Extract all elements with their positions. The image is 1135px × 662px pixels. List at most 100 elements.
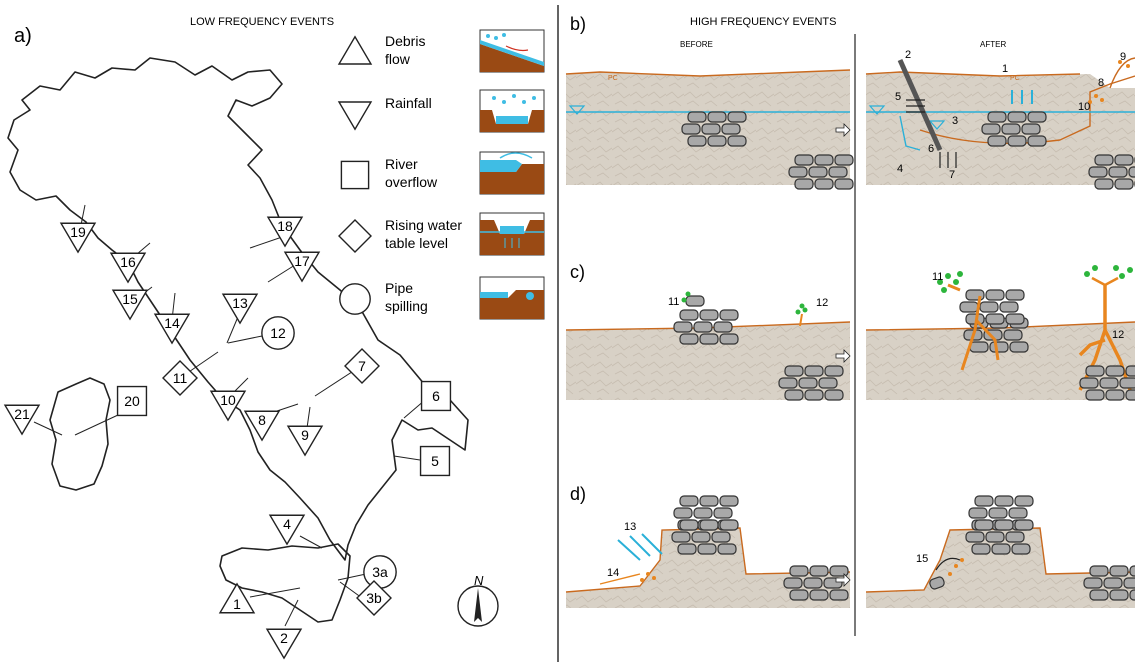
- marker-2: 2: [265, 628, 303, 660]
- svg-text:PC: PC: [1010, 75, 1020, 82]
- marker-label: 15: [122, 291, 138, 307]
- arrow-b: [835, 123, 851, 137]
- panel-d-before: 13 14: [565, 495, 851, 608]
- north-arrow: N: [457, 573, 499, 627]
- svg-text:10: 10: [1078, 101, 1090, 113]
- svg-text:8: 8: [1098, 77, 1104, 89]
- legend-label: table level: [385, 235, 448, 251]
- marker-label: 10: [220, 392, 236, 408]
- panel-c-after: 11 12: [865, 265, 1135, 401]
- marker-label: 17: [294, 253, 310, 269]
- marker-20-square: [116, 385, 148, 417]
- panel-a-label: a): [14, 25, 32, 47]
- legend-triangle-down-symbol: [337, 101, 373, 131]
- sardinia-outline: [49, 377, 111, 491]
- legend-label: River: [385, 156, 418, 172]
- marker-6: 6: [420, 380, 452, 412]
- panel-c-before: 11 12: [565, 291, 851, 401]
- marker-label: 2: [280, 630, 288, 646]
- marker-1: 1: [218, 582, 256, 614]
- low-frequency-title: LOW FREQUENCY EVENTS: [190, 16, 334, 28]
- marker-label: 1: [233, 596, 241, 612]
- marker-15: 15: [111, 289, 149, 321]
- marker-label: 13: [232, 295, 248, 311]
- marker-label: 3b: [366, 590, 382, 606]
- marker-20: 20: [116, 385, 148, 417]
- svg-text:5: 5: [895, 91, 901, 103]
- debris-flow-schematic: [479, 29, 545, 73]
- marker-11-diamond: [162, 360, 198, 396]
- panel-d-after: 15: [865, 495, 1135, 608]
- marker-label: 16: [120, 254, 136, 270]
- marker-label: 14: [164, 315, 180, 331]
- panel-b-after: 2 1 PC 3 4 5 6 7 8 9 10: [865, 49, 1135, 190]
- marker-label: 8: [258, 412, 266, 428]
- panel-c-label: c): [570, 262, 585, 282]
- marker-5-square: [419, 445, 451, 477]
- marker-9: 9: [286, 425, 324, 457]
- marker-4: 4: [268, 514, 306, 546]
- legend-label: overflow: [385, 174, 438, 190]
- svg-text:11: 11: [932, 271, 943, 283]
- marker-14: 14: [153, 313, 191, 345]
- legend-triangle-up-symbol: [337, 35, 373, 65]
- panel-b-before: PC: [565, 69, 854, 190]
- north-label: N: [474, 573, 484, 588]
- legend-images: [479, 29, 545, 320]
- svg-text:12: 12: [1112, 329, 1124, 341]
- svg-text:14: 14: [607, 567, 619, 579]
- legend-item-square: River overflow: [340, 156, 438, 190]
- marker-7-diamond: [344, 348, 380, 384]
- legend-label: Pipe: [385, 280, 413, 296]
- marker-21: 21: [3, 404, 41, 436]
- svg-text:4: 4: [897, 163, 903, 175]
- marker-label: 18: [277, 218, 293, 234]
- marker-3b: 3b: [356, 580, 392, 616]
- marker-label: 7: [358, 358, 366, 374]
- arrow-c: [835, 349, 851, 363]
- legend-item-triangle-down: Rainfall: [337, 95, 432, 131]
- marker-8: 8: [243, 410, 281, 442]
- marker-16-triangle-down: [109, 252, 147, 284]
- svg-text:11: 11: [668, 296, 679, 308]
- marker-label: 12: [270, 325, 286, 341]
- legend-label: spilling: [385, 298, 428, 314]
- svg-text:13: 13: [624, 521, 636, 533]
- marker-17: 17: [283, 251, 321, 283]
- svg-text:6: 6: [928, 143, 934, 155]
- marker-8-triangle-down: [243, 410, 281, 442]
- svg-text:2: 2: [905, 49, 911, 61]
- marker-13-triangle-down: [221, 293, 259, 325]
- marker-3a: 3a: [363, 555, 397, 589]
- marker-6-square: [420, 380, 452, 412]
- legend-label: Debris: [385, 33, 425, 49]
- svg-text:3: 3: [952, 115, 958, 127]
- river-overflow-schematic: [479, 151, 545, 195]
- marker-label: 19: [70, 224, 86, 240]
- legend-circle-symbol: [339, 283, 371, 315]
- marker-19: 19: [59, 222, 97, 254]
- panel-b-label: b): [570, 14, 586, 34]
- marker-4-triangle-down: [268, 514, 306, 546]
- svg-text:12: 12: [816, 297, 828, 309]
- marker-18: 18: [266, 216, 304, 248]
- legend-diamond-symbol: [338, 219, 372, 253]
- before-label: BEFORE: [680, 40, 713, 49]
- marker-2-triangle-down: [265, 628, 303, 660]
- after-label: AFTER: [980, 40, 1006, 49]
- rainfall-schematic: [479, 89, 545, 133]
- svg-text:1: 1: [1002, 63, 1008, 75]
- italy-outline: [7, 57, 469, 561]
- marker-7: 7: [344, 348, 380, 384]
- marker-21-triangle-down: [3, 404, 41, 436]
- marker-19-triangle-down: [59, 222, 97, 254]
- svg-text:9: 9: [1120, 51, 1126, 63]
- pipe-spilling-schematic: [479, 276, 545, 320]
- high-frequency-title: HIGH FREQUENCY EVENTS: [690, 16, 837, 28]
- marker-1-triangle-up: [218, 582, 256, 614]
- rising-water-table-schematic: [479, 212, 545, 256]
- marker-10-triangle-down: [209, 390, 247, 422]
